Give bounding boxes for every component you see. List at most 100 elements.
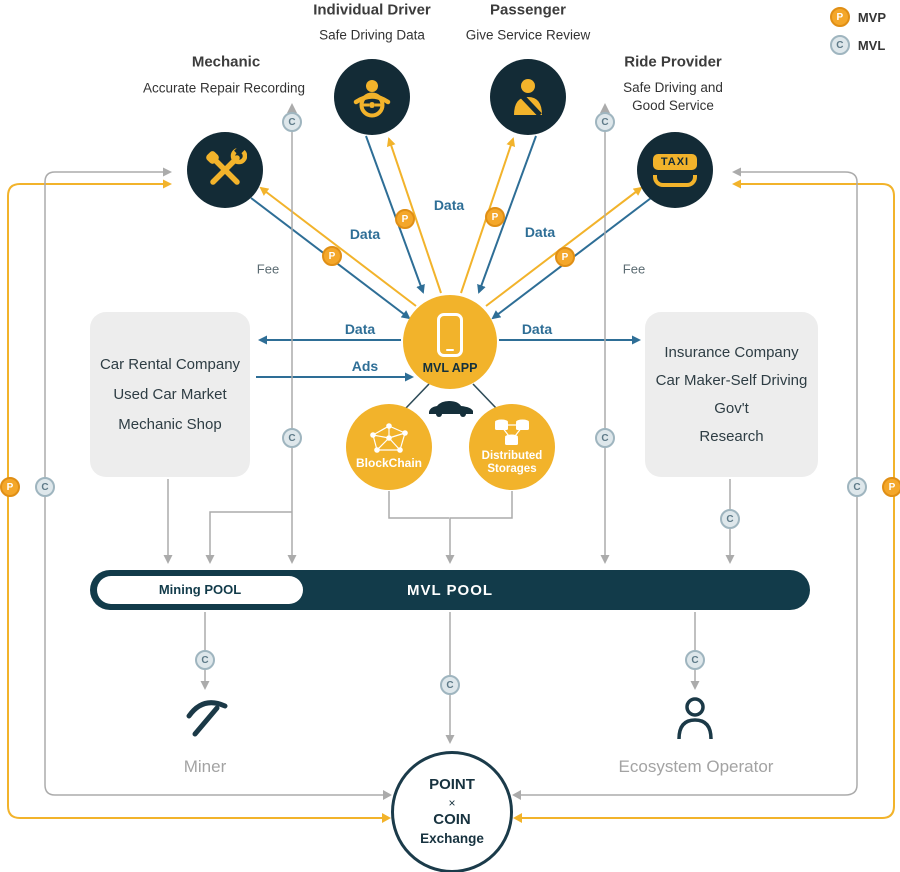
mvl-coin: C (595, 428, 615, 448)
pickaxe-icon (186, 700, 228, 737)
mvl-coin-icon: C (829, 35, 850, 55)
miner-label: Miner (183, 757, 227, 776)
legend-mvl-row: C MVL (829, 35, 886, 55)
exchange-line-exchange: Exchange (420, 831, 484, 847)
mvp-frame-right-exchange-arrow (513, 813, 522, 823)
mvl-coin: C (720, 509, 740, 529)
right-box-item-insurance: Insurance Company (664, 344, 799, 361)
left-box-item-car-rental: Car Rental Company (99, 356, 241, 373)
fee-line-left-up-arrow (287, 103, 297, 113)
arrow-data-driver-to-app (365, 135, 425, 294)
data-label-left: Data (344, 321, 376, 337)
distributed-storage-icon (495, 419, 529, 445)
mvp-coin: P (882, 477, 900, 497)
mvp-coin: P (322, 246, 342, 266)
left-box-item-mechanic-shop: Mechanic Shop (118, 416, 222, 433)
mvp-frame-left-exchange-arrow (382, 813, 391, 823)
mvl-pool-bar: Mining POOL MVL POOL (90, 570, 810, 610)
blockchain-network-icon (370, 423, 408, 453)
mvp-coin: P (0, 477, 20, 497)
ads-label: Ads (351, 358, 379, 374)
blockchain-label: BlockChain (355, 456, 422, 471)
mvl-coin: C (282, 112, 302, 132)
car-icon (429, 401, 473, 417)
mvp-frame (7, 179, 895, 819)
data-label-right: Data (521, 321, 553, 337)
arrow-mvp-app-to-driver (386, 137, 442, 294)
mechanic-subtitle: Accurate Repair Recording (142, 80, 306, 96)
smartphone-icon (437, 313, 463, 357)
mvl-pool-label: MVL POOL (406, 581, 494, 599)
taxi-roof-icon (653, 174, 697, 187)
legend-mvp-label: MVP (857, 9, 886, 25)
passenger-subtitle: Give Service Review (465, 27, 591, 43)
arrow-data-passenger-to-app (477, 135, 537, 294)
legend: P MVP C MVL (829, 7, 886, 55)
legend-mvp-row: P MVP (829, 7, 886, 27)
app-chain-links (405, 383, 497, 409)
mvp-coin-icon: P (829, 7, 850, 27)
fee-label-right: Fee (622, 261, 646, 277)
mvp-frame-left (7, 179, 383, 819)
mvl-frame (44, 167, 858, 796)
data-label-driver: Data (349, 226, 381, 242)
exchange-line-point: POINT (429, 776, 475, 794)
taxi-sign: TAXI (652, 153, 698, 170)
mvl-frame-left-exchange-arrow (383, 790, 392, 800)
passenger-seatbelt-icon (514, 79, 542, 117)
mvp-coin: P (395, 209, 415, 229)
mining-pool-pill: Mining POOL (97, 576, 303, 604)
arrow-mvp-app-to-mechanic (259, 186, 417, 307)
mvl-app-label: MVL APP (422, 361, 478, 375)
blockchain-to-pool (388, 491, 449, 519)
storage-to-pool (445, 491, 513, 564)
legend-mvl-label: MVL (857, 37, 886, 53)
partners-right-box: Insurance Company Car Maker-Self Driving… (645, 312, 818, 477)
mvp-coin: P (555, 247, 575, 267)
mvl-coin: C (440, 675, 460, 695)
person-icon (677, 697, 713, 740)
exchange-line-coin: COIN (433, 811, 471, 829)
passenger-title: Passenger (490, 1, 566, 19)
link-app-storage (472, 383, 497, 409)
link-app-blockchain (405, 383, 430, 409)
data-label-passenger: Data (524, 224, 556, 240)
partners-left-box: Car Rental Company Used Car Market Mecha… (90, 312, 250, 477)
data-arrows (250, 135, 652, 382)
point-coin-exchange-node: POINT × COIN Exchange (391, 751, 513, 872)
individual-driver-subtitle: Safe Driving Data (319, 27, 425, 43)
mvp-point-arrows (259, 137, 643, 307)
mvp-frame-right (521, 179, 895, 819)
individual-driver-title: Individual Driver (313, 1, 431, 19)
wrench-screwdriver-icon (206, 148, 247, 185)
distributed-storage-node: Distributed Storages (469, 404, 555, 490)
data-label-center: Data (433, 197, 465, 213)
distributed-storage-label: Distributed Storages (481, 449, 543, 475)
mechanic-title: Mechanic (191, 53, 261, 71)
right-box-item-govt: Gov't (714, 400, 749, 417)
right-box-item-research: Research (699, 428, 764, 445)
mechanic-node (187, 132, 263, 208)
mvl-coin: C (35, 477, 55, 497)
driver-steering-wheel-icon (353, 80, 391, 118)
ride-provider-subtitle: Safe Driving and Good Service (623, 79, 723, 113)
right-box-item-car-maker: Car Maker-Self Driving (655, 372, 808, 389)
mvl-coin: C (847, 477, 867, 497)
individual-driver-node (334, 59, 410, 135)
mvl-frame-right-exchange-arrow (512, 790, 521, 800)
mvl-coin: C (282, 428, 302, 448)
ride-provider-node: TAXI (637, 132, 713, 208)
mvl-coin: C (195, 650, 215, 670)
leftbox-elbow-to-pool (205, 511, 292, 564)
left-box-item-used-car: Used Car Market (113, 386, 227, 403)
fee-label-left: Fee (256, 261, 280, 277)
ride-provider-title: Ride Provider (624, 53, 722, 71)
mvl-app-node: MVL APP (403, 295, 497, 389)
fee-and-pool-inflow-lines (163, 112, 735, 564)
ecosystem-operator-label: Ecosystem Operator (618, 757, 774, 776)
passenger-node (490, 59, 566, 135)
mvl-coin: C (685, 650, 705, 670)
blockchain-node: BlockChain (346, 404, 432, 490)
exchange-line-times: × (448, 795, 456, 810)
